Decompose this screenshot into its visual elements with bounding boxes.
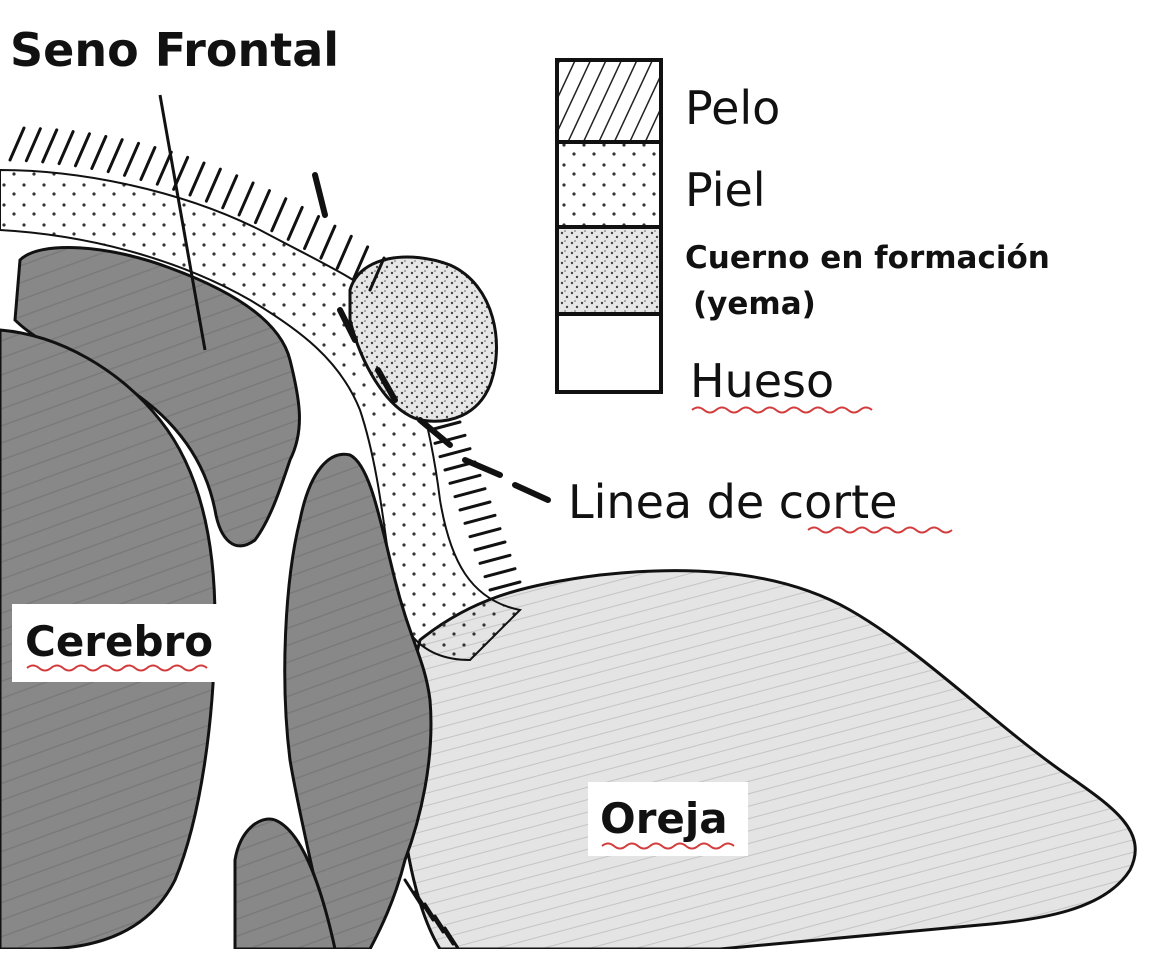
hair-stroke [190, 163, 204, 195]
legend-label-bone: Hueso [690, 354, 834, 408]
hair-stroke [141, 148, 155, 180]
hair-stroke [10, 128, 24, 160]
hair-stroke [485, 569, 515, 577]
hair-stroke [465, 515, 495, 523]
ear-label: Oreja [600, 794, 728, 843]
hair-stroke [455, 489, 485, 497]
hair-stroke [26, 129, 40, 161]
hair-stroke [59, 132, 73, 164]
hair-stroke [440, 449, 470, 457]
hair-stroke [157, 152, 171, 184]
hair-stroke [470, 529, 500, 537]
hair-stroke [43, 130, 57, 162]
legend: Pelo Piel Cuerno en formación (yema) Hue… [557, 60, 1050, 413]
legend-label-horn: Cuerno en formación [685, 240, 1050, 276]
hair-stroke [305, 217, 319, 249]
hair-stroke [475, 542, 505, 550]
hair-stroke [206, 169, 220, 201]
hair-stroke [223, 176, 237, 208]
spellcheck-underline-hueso [692, 408, 872, 413]
legend-swatch-horn [557, 227, 661, 314]
hair-stroke [288, 207, 302, 239]
hair-stroke [255, 191, 269, 223]
hair-stroke [321, 226, 335, 258]
hair-stroke [450, 475, 480, 483]
legend-label-skin: Piel [685, 163, 766, 217]
ear-shape [399, 571, 1135, 949]
legend-swatch-skin [557, 142, 661, 227]
hair-stroke [337, 236, 351, 268]
legend-swatch-hair [557, 60, 661, 142]
hair-stroke [480, 555, 510, 563]
brain-label: Cerebro [25, 617, 213, 666]
cut-line-label: Linea de corte [568, 475, 897, 529]
hair-stroke [125, 143, 139, 175]
legend-label-horn-sub: (yema) [693, 286, 816, 322]
hair-stroke [92, 136, 106, 168]
legend-label-hair: Pelo [685, 81, 780, 135]
hair-stroke [239, 183, 253, 215]
hair-stroke [272, 199, 286, 231]
hair-stroke [490, 582, 520, 590]
hair-stroke [460, 502, 490, 510]
frontal-sinus-label: Seno Frontal [10, 23, 339, 77]
hair-stroke [108, 140, 122, 172]
hair-stroke [75, 134, 89, 166]
legend-swatch-bone [557, 314, 661, 392]
